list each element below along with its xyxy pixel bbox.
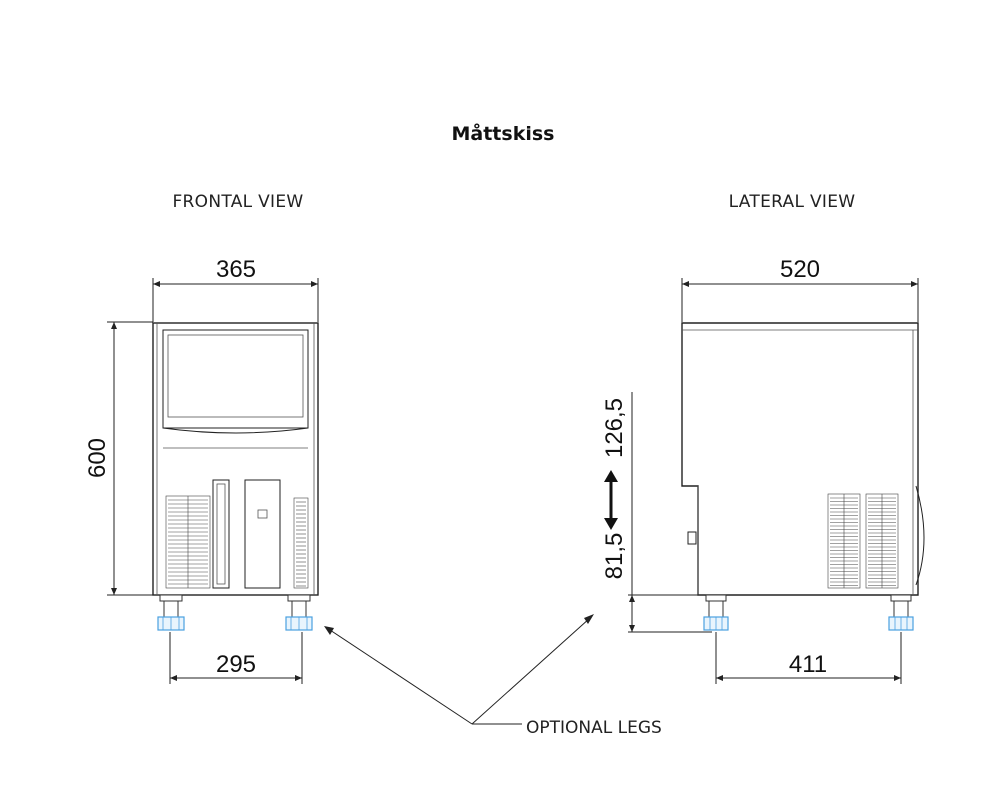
optional-legs-label: OPTIONAL LEGS: [526, 718, 662, 738]
dim-side-depth: 520: [681, 256, 919, 322]
front-leg-left: [157, 594, 185, 631]
front-control-strip: [212, 479, 230, 589]
front-height-label: 600: [84, 438, 111, 478]
front-legs-label: 295: [216, 651, 256, 678]
optional-legs-callout: OPTIONAL LEGS: [324, 614, 662, 738]
dim-front-width: 365: [152, 256, 319, 322]
dim-leg-height: 126,5 81,5: [601, 392, 712, 633]
front-cabinet: [152, 322, 319, 596]
front-leg-right: [285, 594, 313, 631]
lateral-view-label: LATERAL VIEW: [729, 192, 856, 212]
front-door-window: [167, 334, 304, 418]
front-left-grille: [165, 495, 211, 589]
dim-front-height: 600: [84, 321, 153, 596]
frontal-view: 365 600: [84, 256, 319, 684]
leg-max-label: 126,5: [601, 398, 628, 458]
front-panel-lock: [257, 509, 268, 519]
front-access-panel: [244, 479, 281, 589]
lateral-view: 520 126,5 81,5: [601, 256, 925, 684]
side-grille-left: [827, 493, 861, 589]
side-grille-right: [865, 493, 899, 589]
side-leg-front: [703, 594, 729, 631]
frontal-view-label: FRONTAL VIEW: [172, 192, 303, 212]
page-title: Måttskiss: [452, 121, 555, 145]
side-legs-label: 411: [789, 651, 827, 678]
front-door-frame: [162, 329, 309, 429]
leg-min-label: 81,5: [601, 533, 628, 580]
dim-side-legs: 411: [715, 632, 902, 684]
dim-front-legs: 295: [169, 632, 303, 684]
side-depth-label: 520: [780, 256, 820, 283]
side-leg-rear: [888, 594, 914, 631]
front-width-label: 365: [216, 256, 256, 283]
side-rear-bulge: [915, 485, 925, 586]
front-door-handle: [162, 427, 309, 434]
front-right-grille: [293, 497, 309, 589]
side-hinge: [687, 531, 697, 545]
